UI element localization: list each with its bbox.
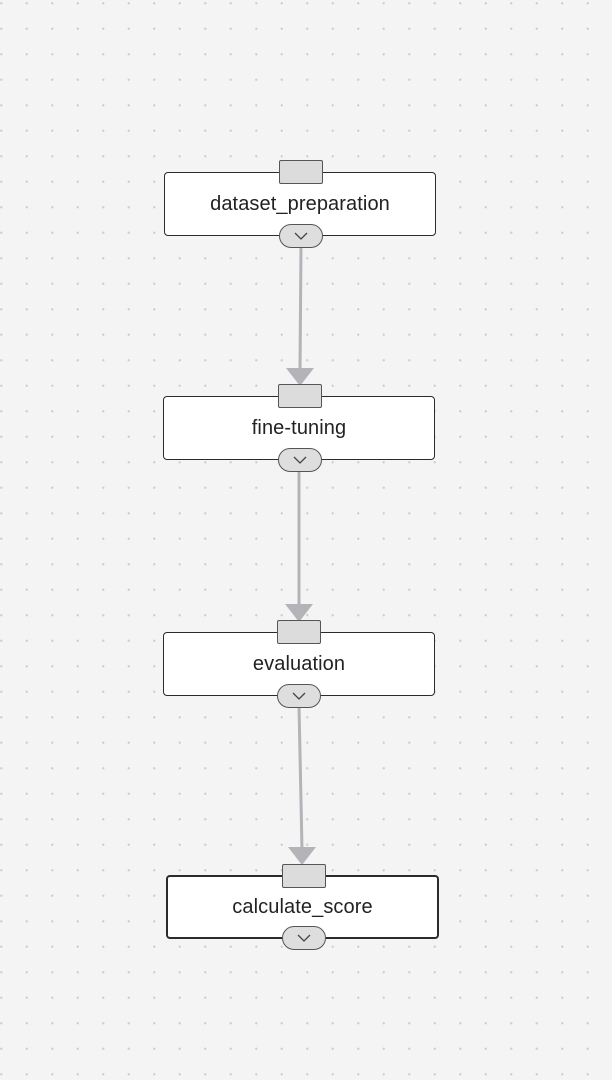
input-port[interactable] <box>277 620 321 644</box>
input-port[interactable] <box>278 384 322 408</box>
expand-toggle-button[interactable] <box>277 684 321 708</box>
node-dataset_preparation[interactable]: dataset_preparation <box>164 160 436 248</box>
input-port[interactable] <box>282 864 326 888</box>
node-label: evaluation <box>252 652 346 675</box>
input-port[interactable] <box>279 160 323 184</box>
edge-arrowhead <box>288 847 316 865</box>
expand-toggle-button[interactable] <box>279 224 323 248</box>
node-evaluation[interactable]: evaluation <box>163 620 435 708</box>
expand-toggle-button[interactable] <box>278 448 322 472</box>
expand-toggle-button[interactable] <box>282 926 326 950</box>
node-fine-tuning[interactable]: fine-tuning <box>163 384 435 472</box>
chevron-down-icon <box>292 692 306 700</box>
chevron-down-icon <box>297 934 311 942</box>
node-calculate_score[interactable]: calculate_score <box>166 864 439 950</box>
edge-dataset_preparation-to-fine-tuning <box>298 245 303 371</box>
chevron-down-icon <box>293 456 307 464</box>
node-label: calculate_score <box>232 895 373 918</box>
node-label: fine-tuning <box>251 416 347 439</box>
edge-evaluation-to-calculate_score <box>297 705 304 850</box>
chevron-down-icon <box>294 232 308 240</box>
node-label: dataset_preparation <box>210 192 390 215</box>
